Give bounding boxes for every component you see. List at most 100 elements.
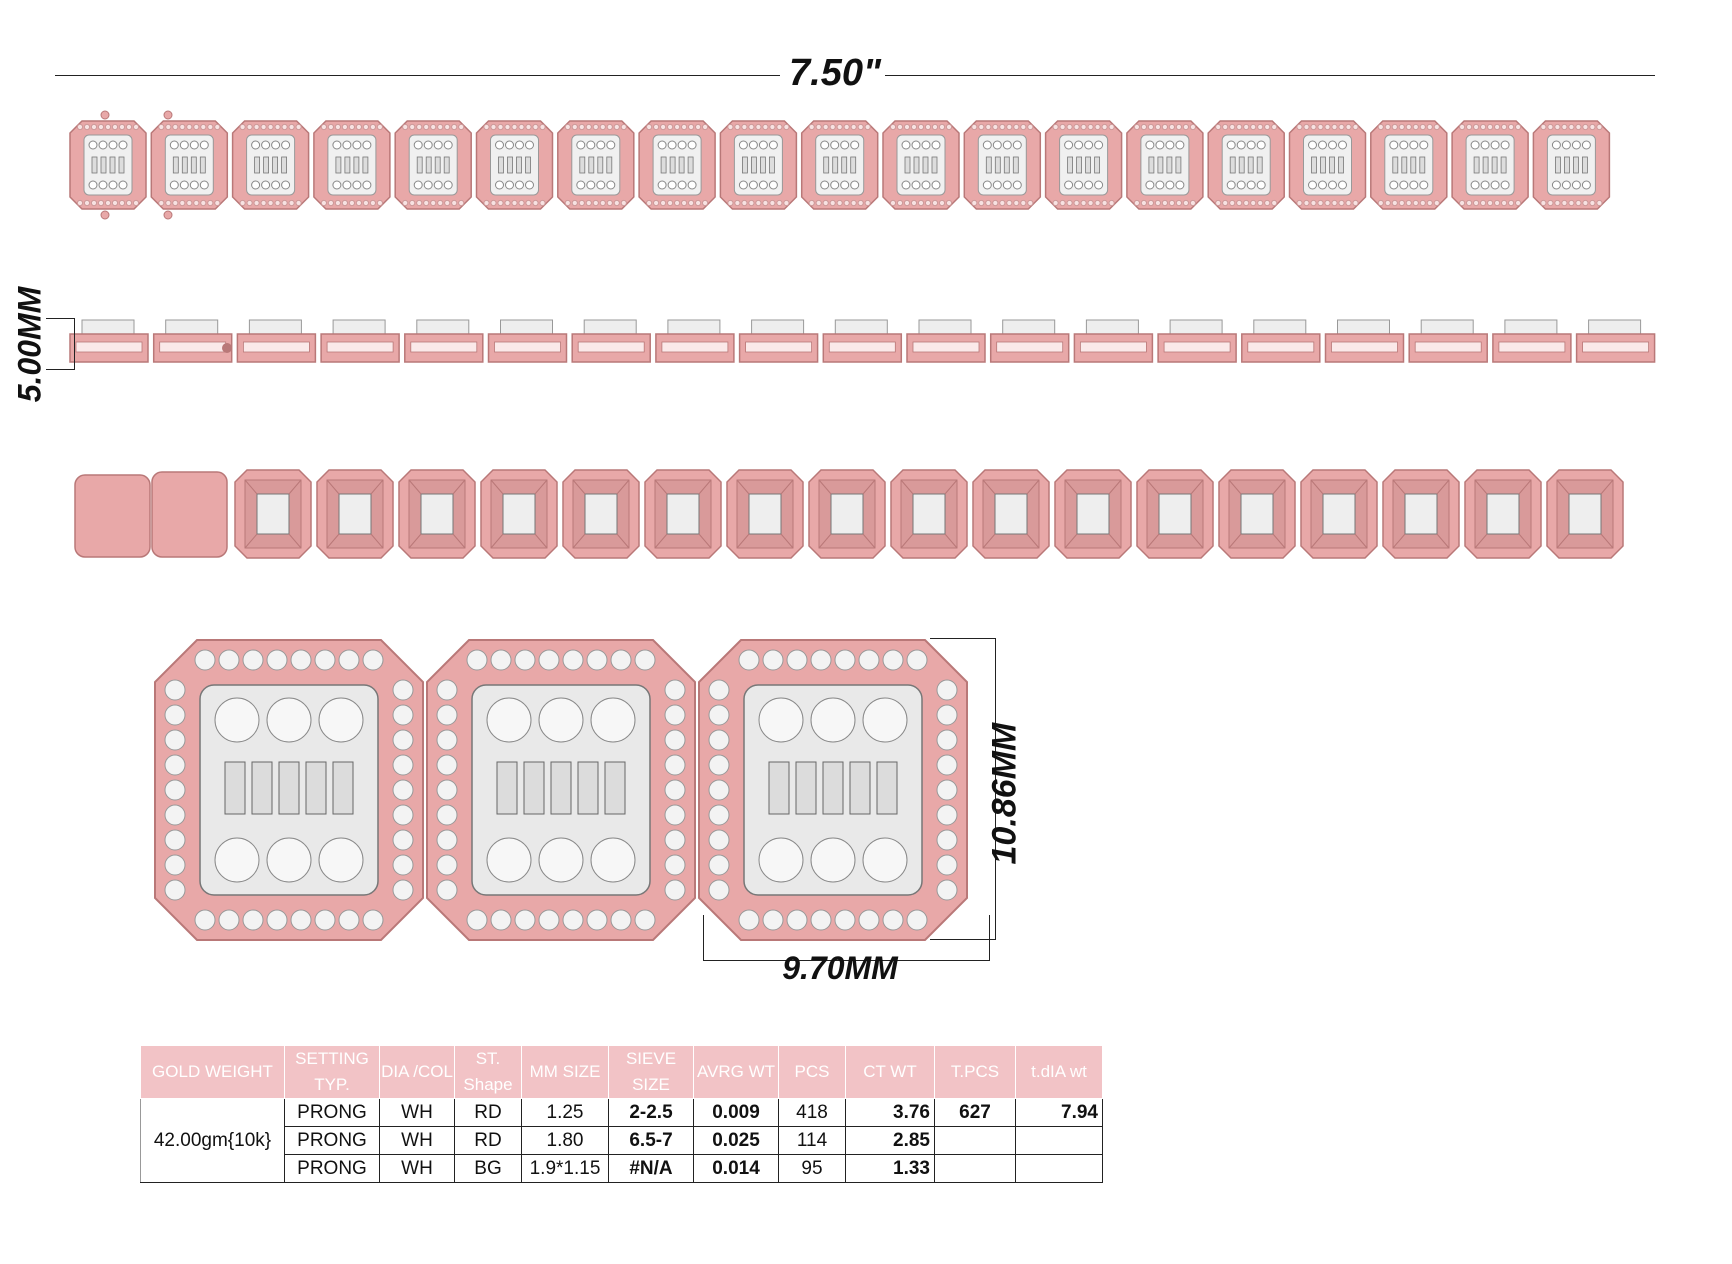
halo-stone bbox=[409, 199, 416, 207]
round-stone bbox=[486, 837, 532, 883]
halo-stone bbox=[376, 199, 383, 207]
halo-stone bbox=[599, 199, 606, 207]
halo-stone bbox=[836, 199, 843, 207]
halo-stone bbox=[1391, 199, 1398, 207]
halo-stone bbox=[539, 123, 546, 131]
round-stone bbox=[758, 140, 768, 150]
halo-stone bbox=[936, 829, 958, 851]
halo-stone bbox=[369, 123, 376, 131]
stone-profile bbox=[1504, 319, 1558, 335]
halo-stone bbox=[889, 123, 897, 131]
center-plate bbox=[1059, 134, 1109, 196]
round-stone bbox=[1318, 180, 1327, 190]
halo-stone bbox=[834, 909, 856, 931]
side-view-link bbox=[69, 319, 149, 363]
link-slot bbox=[75, 341, 143, 353]
stone-profile bbox=[1337, 319, 1390, 335]
halo-stone bbox=[327, 199, 334, 207]
round-stone bbox=[758, 697, 804, 743]
bevel-line bbox=[326, 533, 340, 549]
link-window bbox=[338, 493, 372, 535]
halo-stone bbox=[348, 123, 355, 131]
halo-stone bbox=[1433, 199, 1440, 207]
clasp-pin bbox=[163, 210, 173, 220]
halo-stone bbox=[664, 754, 686, 776]
bevel-line bbox=[1190, 479, 1204, 495]
round-stone bbox=[840, 180, 850, 190]
side-view-link bbox=[738, 319, 819, 363]
clasp-pin bbox=[222, 343, 232, 353]
halo-stone bbox=[218, 649, 240, 671]
halo-stone bbox=[1589, 123, 1596, 131]
halo-stone bbox=[1398, 123, 1405, 131]
round-stone bbox=[820, 180, 830, 190]
length-dimension-line-right bbox=[885, 75, 1655, 76]
round-stone bbox=[677, 140, 687, 150]
color-cell: WH bbox=[379, 1154, 455, 1183]
halo-stone bbox=[1133, 123, 1141, 131]
halo-stone bbox=[497, 199, 504, 207]
bevel-line bbox=[370, 479, 384, 495]
round-stone bbox=[118, 140, 128, 150]
halo-stone bbox=[978, 199, 985, 207]
halo-stone bbox=[1087, 123, 1094, 131]
halo-stone bbox=[571, 199, 578, 207]
halo-stone bbox=[179, 123, 186, 131]
link-window bbox=[748, 493, 782, 535]
baguette-stone bbox=[850, 156, 857, 174]
top-view-link bbox=[1044, 120, 1123, 210]
round-stone bbox=[1165, 140, 1175, 150]
halo-stone bbox=[786, 909, 808, 931]
side-view-link bbox=[989, 319, 1070, 363]
halo-stone bbox=[762, 649, 784, 671]
halo-stone bbox=[458, 199, 465, 207]
stone-profile bbox=[165, 319, 219, 335]
baguette-stone bbox=[281, 156, 288, 174]
round-stone bbox=[810, 697, 856, 743]
halo-stone bbox=[653, 123, 660, 131]
round-stone bbox=[586, 180, 596, 190]
bevel-line bbox=[490, 479, 504, 495]
top-view-link bbox=[394, 120, 472, 210]
halo-stone bbox=[1296, 199, 1303, 207]
halo-stone bbox=[1161, 199, 1169, 207]
halo-stone bbox=[416, 123, 423, 131]
round-stone bbox=[251, 140, 261, 150]
center-plate bbox=[571, 134, 621, 196]
halo-stone bbox=[882, 649, 904, 671]
link-window bbox=[666, 493, 700, 535]
baguette-stone bbox=[795, 761, 817, 815]
mm-size-cell: 1.25 bbox=[521, 1098, 609, 1127]
halo-stone bbox=[362, 649, 384, 671]
halo-stone bbox=[734, 199, 741, 207]
center-plate bbox=[327, 134, 377, 196]
halo-stone bbox=[246, 123, 253, 131]
back-view-link bbox=[890, 469, 968, 559]
ct-wt-cell: 1.33 bbox=[845, 1154, 935, 1183]
center-plate bbox=[408, 134, 458, 196]
round-stone bbox=[596, 180, 606, 190]
halo-stone bbox=[1296, 123, 1303, 131]
round-stone bbox=[1012, 180, 1022, 190]
round-stone bbox=[169, 140, 179, 150]
bevel-line bbox=[818, 479, 832, 495]
baguette-stone bbox=[263, 156, 270, 174]
halo-stone bbox=[708, 679, 730, 701]
center-plate bbox=[1546, 134, 1596, 196]
round-stone bbox=[1490, 180, 1500, 190]
halo-stone bbox=[290, 909, 312, 931]
halo-stone bbox=[362, 123, 369, 131]
stone-profile bbox=[583, 319, 637, 335]
halo-stone bbox=[1419, 123, 1426, 131]
halo-stone bbox=[295, 199, 302, 207]
round-stone bbox=[1236, 140, 1246, 150]
link-window bbox=[1404, 493, 1438, 535]
baguette-stone bbox=[1410, 156, 1417, 174]
stone-profile bbox=[500, 319, 553, 335]
baguette-stone bbox=[305, 761, 327, 815]
link-slot bbox=[661, 341, 729, 353]
baguette-stone bbox=[768, 761, 790, 815]
stone-profile bbox=[1253, 319, 1307, 335]
baguette-stone bbox=[496, 761, 518, 815]
halo-stone bbox=[578, 199, 585, 207]
